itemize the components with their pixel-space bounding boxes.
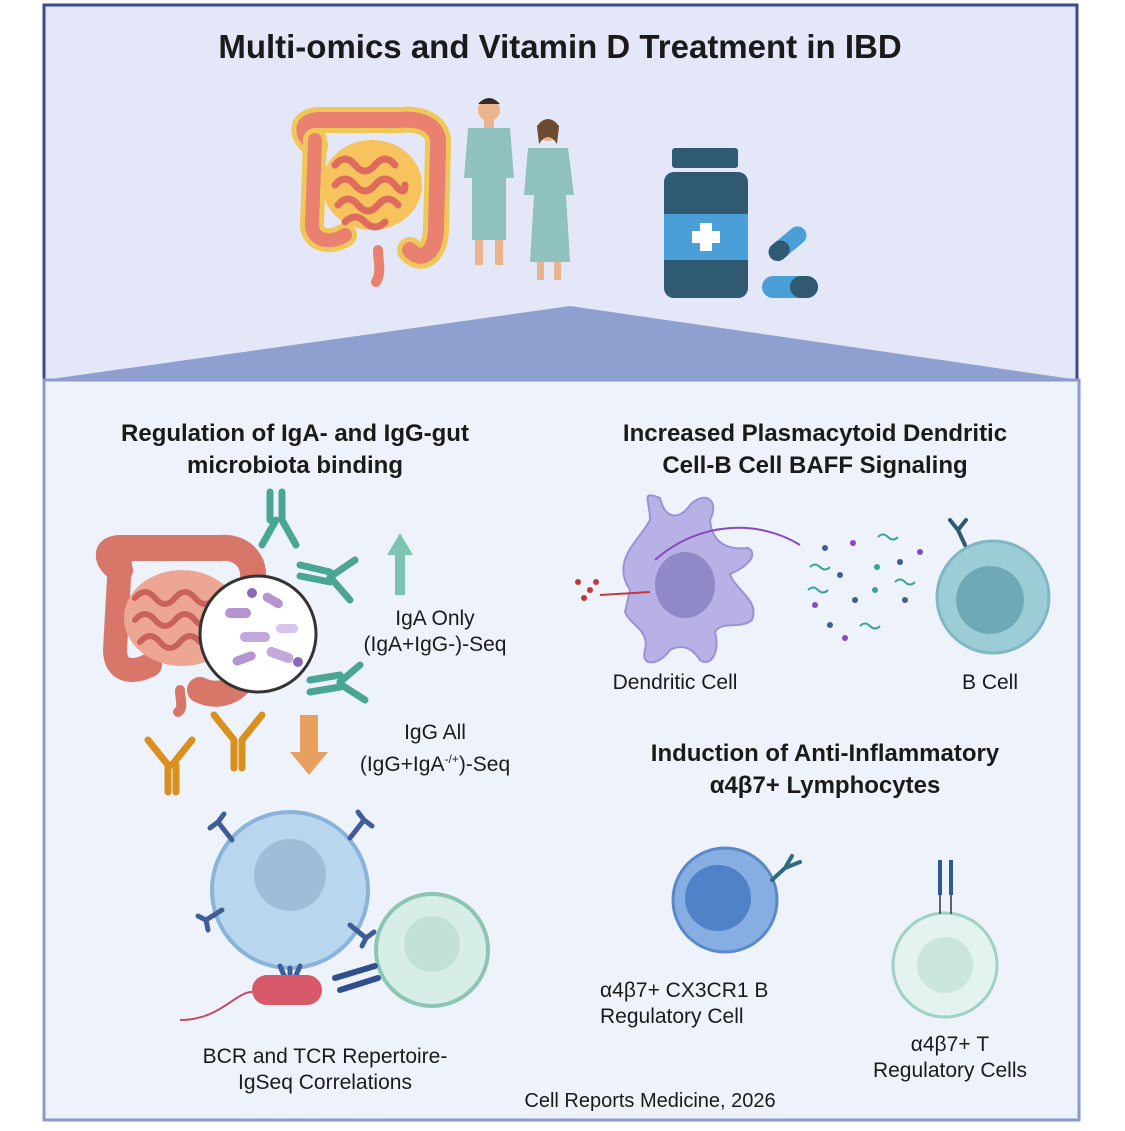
igg-label-sup: -/+ xyxy=(444,752,459,766)
igg-label-post: )-Seq xyxy=(458,753,511,776)
section-title-left-line2: microbiota binding xyxy=(187,452,403,479)
bcr-cell-icon xyxy=(195,809,377,983)
iga-only-label: IgA Only (IgA+IgG-)-Seq xyxy=(345,606,525,658)
bcr-label-line1: BCR and TCR Repertoire- xyxy=(202,1045,448,1068)
breg-label-line2: Regulatory Cell xyxy=(600,1005,744,1028)
patients-icon xyxy=(464,98,574,280)
section-title-right-bottom: Induction of Anti-Inflammatory α4β7+ Lym… xyxy=(600,738,1050,802)
iga-label-line2: (IgA+IgG-)-Seq xyxy=(363,633,507,656)
igg-label-line1: IgG All xyxy=(404,721,466,744)
b-cell-icon xyxy=(935,518,1051,655)
colon-icon xyxy=(291,106,451,287)
dendritic-signal-dots xyxy=(575,579,599,601)
page-title: Multi-omics and Vitamin D Treatment in I… xyxy=(218,28,902,65)
section-title-left: Regulation of IgA- and IgG-gut microbiot… xyxy=(90,418,500,482)
bcr-label-line2: IgSeq Correlations xyxy=(238,1071,412,1094)
dendritic-cell-icon xyxy=(622,494,755,664)
microbiota-icon xyxy=(198,574,318,694)
zoom-triangle xyxy=(44,306,1079,380)
igg-label-pre: (IgG+IgA xyxy=(359,753,445,776)
breg-label-line1: α4β7+ CX3CR1 B xyxy=(600,979,769,1002)
t-regulatory-label: α4β7+ T Regulatory Cells xyxy=(850,1032,1050,1084)
capsule-icon xyxy=(762,226,818,298)
b-regulatory-label: α4β7+ CX3CR1 B Regulatory Cell xyxy=(600,978,840,1030)
citation: Cell Reports Medicine, 2026 xyxy=(524,1090,776,1112)
tcr-cell-icon xyxy=(332,892,490,1008)
section-title-right-top: Increased Plasmacytoid Dendritic Cell-B … xyxy=(590,418,1040,482)
treg-label-line1: α4β7+ T xyxy=(910,1033,990,1056)
iga-up-arrow xyxy=(387,533,413,595)
igg-all-label: IgG All (IgG+IgA-/+)-Seq xyxy=(345,720,525,778)
baff-molecules xyxy=(807,533,923,641)
bacterium-icon xyxy=(179,975,322,1021)
iga-label-line1: IgA Only xyxy=(395,607,475,630)
section-title-right-top-line2: Cell-B Cell BAFF Signaling xyxy=(662,452,968,479)
igg-label-line2: (IgG+IgA-/+)-Seq xyxy=(345,746,525,778)
b-cell-label: B Cell xyxy=(961,671,1019,694)
antibody-icon xyxy=(258,488,369,704)
t-regulatory-cell-icon xyxy=(891,860,999,1019)
treg-label-line2: Regulatory Cells xyxy=(872,1059,1028,1082)
section-title-right-bottom-line2: α4β7+ Lymphocytes xyxy=(709,772,941,799)
section-title-right-bottom-line1: Induction of Anti-Inflammatory xyxy=(650,740,1000,767)
section-title-right-top-line1: Increased Plasmacytoid Dendritic xyxy=(622,420,1008,447)
dendritic-input-arrow xyxy=(599,591,651,596)
b-regulatory-cell-icon xyxy=(671,846,802,954)
dendritic-cell-label: Dendritic Cell xyxy=(612,671,738,694)
antibody-orange-icon xyxy=(144,711,266,796)
baff-arrow xyxy=(654,526,801,561)
medicine-bottle-icon xyxy=(664,148,748,298)
igg-down-arrow xyxy=(290,715,328,775)
bcr-tcr-label: BCR and TCR Repertoire- IgSeq Correlatio… xyxy=(165,1044,485,1096)
section-title-left-line1: Regulation of IgA- and IgG-gut xyxy=(121,420,469,447)
